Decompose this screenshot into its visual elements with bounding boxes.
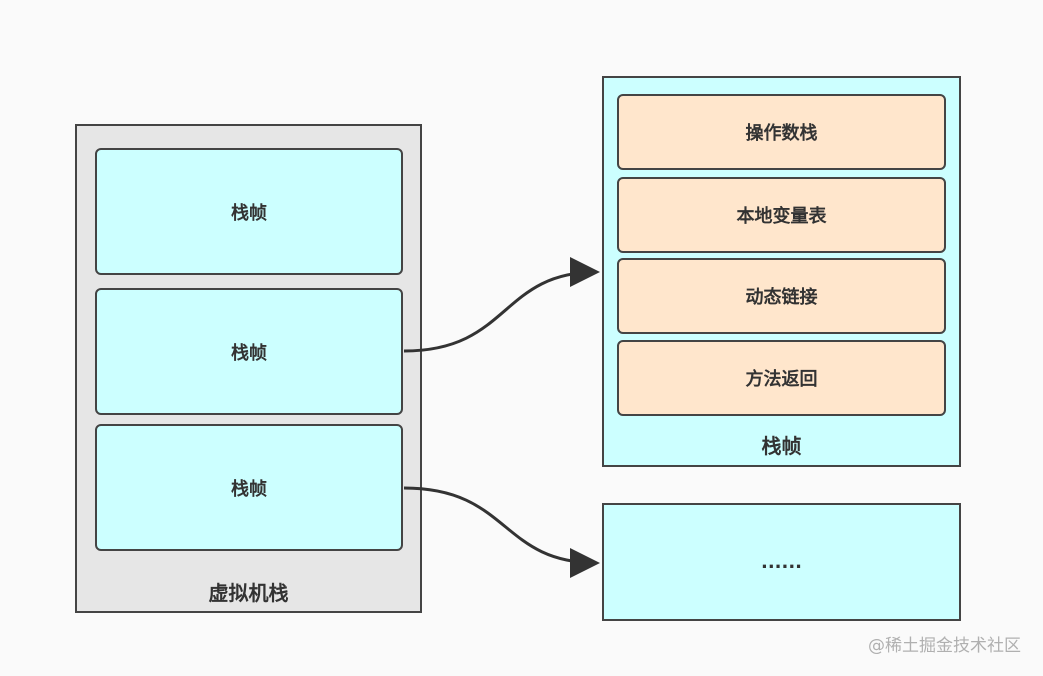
operand-stack-label: 操作数栈 (745, 123, 818, 144)
watermark-text: @稀土掘金技术社区 (868, 636, 1021, 656)
stack-frame-1: 栈帧 (95, 148, 403, 275)
stack-frame-2-label: 栈帧 (231, 342, 267, 364)
stack-frame-2: 栈帧 (95, 288, 403, 415)
arrow-frame2-to-detail (403, 257, 600, 353)
vm-stack-label: 虚拟机栈 (208, 580, 289, 605)
stack-frame-3-label: 栈帧 (231, 478, 267, 500)
arrow-frame3-to-more (403, 486, 600, 578)
method-return-box: 方法返回 (617, 340, 946, 416)
more-frames-box: ...... (602, 503, 961, 621)
stack-frame-1-label: 栈帧 (231, 202, 267, 224)
dynamic-linking-box: 动态链接 (617, 258, 946, 334)
stack-frame-3: 栈帧 (95, 424, 403, 551)
operand-stack-box: 操作数栈 (617, 94, 946, 170)
dynamic-linking-label: 动态链接 (745, 287, 818, 308)
method-return-label: 方法返回 (745, 369, 818, 390)
local-variable-table-label: 本地变量表 (736, 206, 827, 227)
local-variable-table-box: 本地变量表 (617, 177, 946, 253)
more-frames-label: ...... (760, 551, 803, 573)
frame-detail-label: 栈帧 (761, 433, 802, 458)
